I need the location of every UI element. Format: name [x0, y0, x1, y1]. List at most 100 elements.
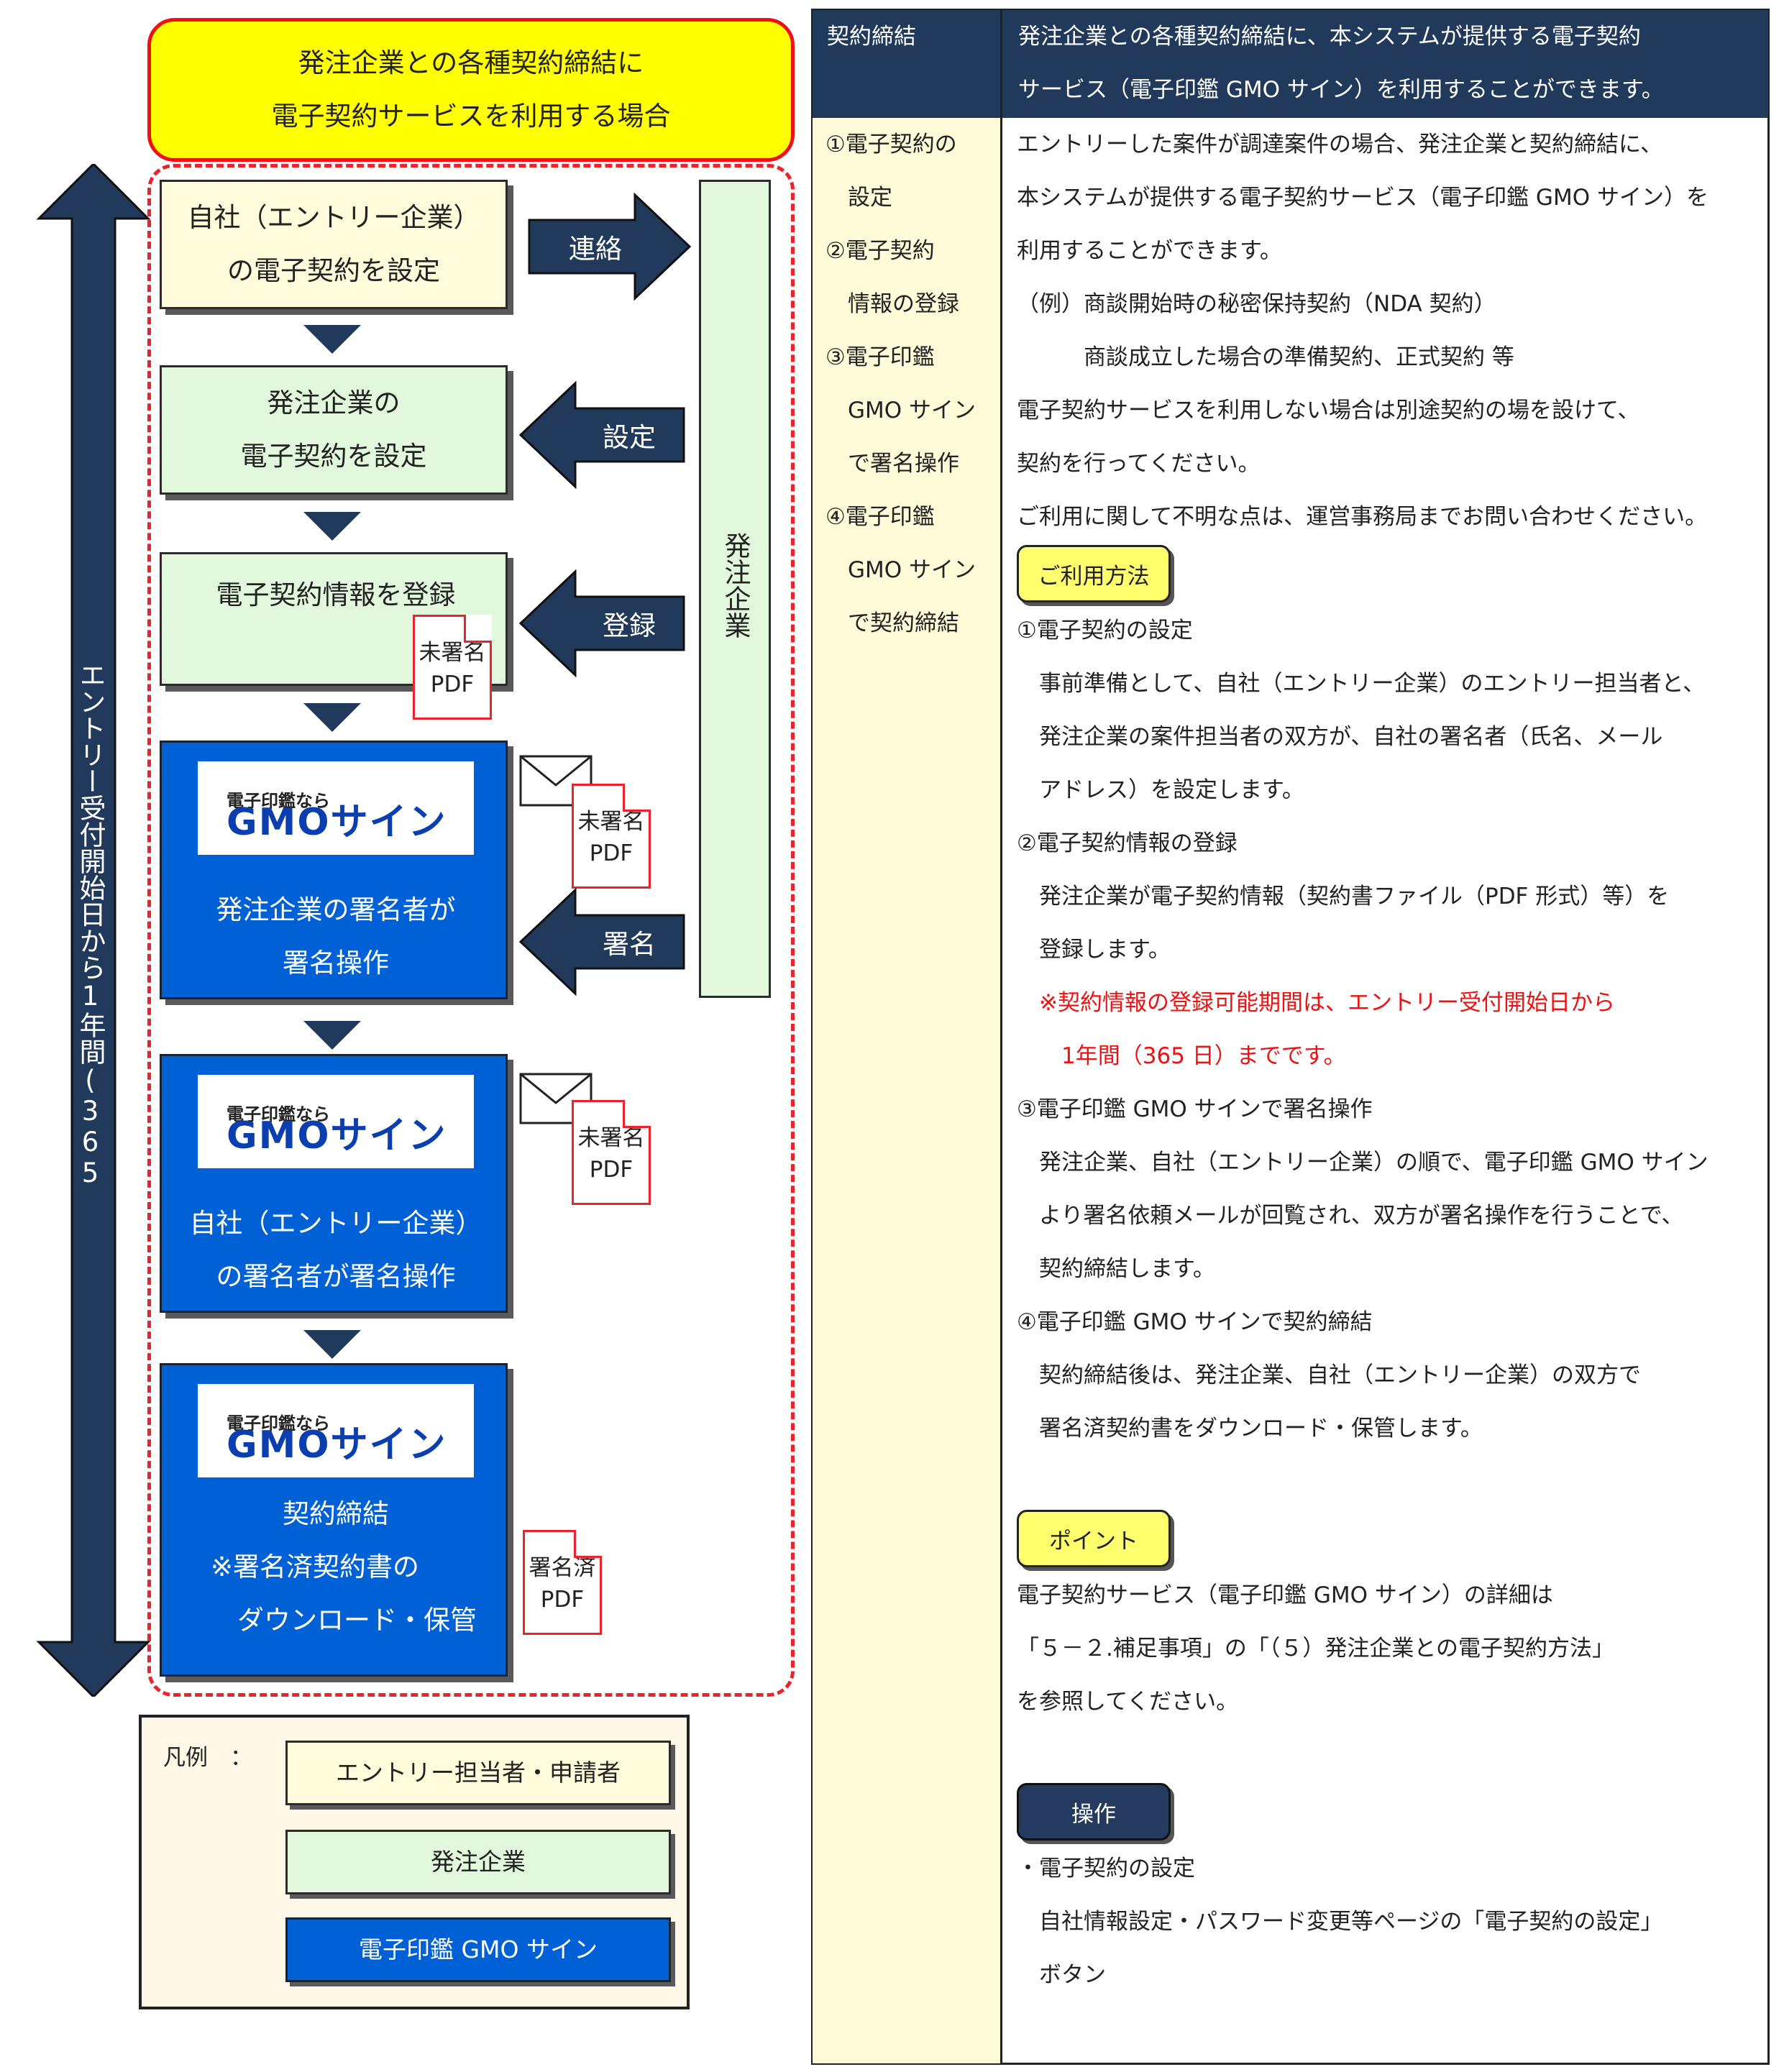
- legend: 凡例 ： エントリー担当者・申請者 発注企業 電子印鑑 GMO サイン: [139, 1715, 690, 2009]
- intro-line: 商談成立した場合の準備契約、正式契約 等: [1017, 344, 1514, 370]
- usage-warning-line: 1年間（365 日）までです。: [1017, 1043, 1346, 1069]
- intro-line: （例）商談開始時の秘密保持契約（NDA 契約）: [1017, 291, 1496, 317]
- category-item: ④電子印鑑: [825, 504, 935, 530]
- gmo-sign-logo: 電子印鑑なら GMOサイン: [198, 1384, 474, 1477]
- step-contract-concluded: 電子印鑑なら GMOサイン 契約締結 ※署名済契約書の ダウンロード・保管: [160, 1363, 508, 1677]
- point-pill: ポイント: [1017, 1510, 1171, 1567]
- intro-line: ご利用に関して不明な点は、運営事務局までお問い合わせください。: [1017, 504, 1708, 530]
- point-line: を参照してください。: [1017, 1689, 1239, 1715]
- category-item: GMO サイン: [825, 557, 976, 583]
- step1-line2: の電子契約を設定: [227, 255, 440, 286]
- unsigned-pdf-icon-1: 未署名 PDF: [413, 615, 492, 720]
- usage-line: 発注企業が電子契約情報（契約書ファイル（PDF 形式）等）を: [1017, 884, 1670, 909]
- point-line: 「５－２.補足事項」の「（５）発注企業との電子契約方法」: [1017, 1636, 1615, 1661]
- down-triangle-5: [303, 1330, 361, 1359]
- intro-line: 利用することができます。: [1017, 238, 1282, 264]
- legend-item-client: 発注企業: [285, 1830, 671, 1894]
- timeline-double-arrow: [36, 164, 151, 1697]
- sign-arrow: [518, 888, 685, 996]
- step-set-client-contract: 発注企業の 電子契約を設定: [160, 365, 508, 495]
- category-item: GMO サイン: [825, 398, 976, 423]
- step2-line1: 発注企業の: [267, 388, 401, 418]
- signed-pdf-icon: 署名済 PDF: [523, 1530, 602, 1635]
- point-line: 電子契約サービス（電子印鑑 GMO サイン）の詳細は: [1017, 1582, 1553, 1608]
- step6-line3: ダウンロード・保管: [237, 1605, 477, 1636]
- category-item: 情報の登録: [825, 291, 959, 317]
- usage-line: 署名済契約書をダウンロード・保管します。: [1017, 1416, 1483, 1441]
- gmo-sign-logo: 電子印鑑なら GMOサイン: [198, 1075, 474, 1168]
- unsigned-pdf-icon-2: 未署名 PDF: [572, 784, 651, 889]
- legend-item-applicant: エントリー担当者・申請者: [285, 1741, 671, 1805]
- logo-wordmark: GMOサイン: [227, 801, 447, 844]
- intro-line: 電子契約サービスを利用しない場合は別途契約の場を設けて、: [1017, 398, 1640, 423]
- category-item: で契約締結: [825, 610, 959, 636]
- intro-line: エントリーした案件が調達案件の場合、発注企業と契約締結に、: [1017, 132, 1663, 157]
- step-set-own-contract: 自社（エントリー企業） の電子契約を設定: [160, 180, 508, 309]
- intro-line: 契約を行ってください。: [1017, 451, 1261, 477]
- category-item: ③電子印鑑: [825, 344, 935, 370]
- register-arrow: [518, 569, 685, 677]
- pdf-label: 未署名: [577, 809, 645, 835]
- category-item: ②電子契約: [825, 238, 935, 264]
- down-triangle-3: [303, 703, 361, 732]
- operation-line: ボタン: [1017, 1962, 1106, 1988]
- register-arrow-label: 登録: [603, 610, 656, 641]
- usage-line: 登録します。: [1017, 937, 1171, 963]
- legend-item-gmo-sign: 電子印鑑 GMO サイン: [285, 1917, 671, 1982]
- step6-line2: ※署名済契約書の: [211, 1551, 420, 1582]
- step4-line1: 発注企業の署名者が: [216, 894, 456, 925]
- step2-line2: 電子契約を設定: [240, 441, 427, 472]
- step3-line1: 電子契約情報を登録: [216, 579, 456, 610]
- legend-label: 凡例 ：: [163, 1745, 252, 1771]
- usage-line: 事前準備として、自社（エントリー企業）のエントリー担当者と、: [1017, 671, 1706, 697]
- step5-line2: の署名者が署名操作: [216, 1261, 456, 1292]
- intro-line: 本システムが提供する電子契約サービス（電子印鑑 GMO サイン）を: [1017, 185, 1708, 211]
- step1-line1: 自社（エントリー企業）: [187, 202, 480, 233]
- step6-line1: 契約締結: [283, 1498, 389, 1529]
- pdf-type: PDF: [589, 1157, 633, 1183]
- down-triangle-2: [303, 512, 361, 541]
- pdf-type: PDF: [540, 1587, 585, 1613]
- right-description-cell: エントリーした案件が調達案件の場合、発注企業と契約締結に、本システムが提供する電…: [1017, 118, 1765, 2002]
- logo-wordmark: GMOサイン: [227, 1424, 447, 1467]
- timeline-label: エントリー受付開始日から1年間(365日): [32, 661, 106, 1188]
- setting-arrow: [518, 381, 685, 489]
- flow-title-line2: 電子契約サービスを利用する場合: [271, 101, 671, 132]
- pdf-label: 署名済: [529, 1555, 596, 1581]
- usage-line: ②電子契約情報の登録: [1017, 830, 1238, 856]
- logo-tagline: 電子印鑑なら: [227, 1413, 330, 1434]
- gmo-sign-logo: 電子印鑑なら GMOサイン: [198, 761, 474, 855]
- unsigned-pdf-icon-3: 未署名 PDF: [572, 1100, 651, 1205]
- operation-line: ・電子契約の設定: [1017, 1856, 1195, 1881]
- usage-line: 契約締結します。: [1017, 1256, 1215, 1282]
- logo-wordmark: GMOサイン: [227, 1114, 447, 1158]
- operation-line: 自社情報設定・パスワード変更等ページの「電子契約の設定」: [1017, 1909, 1663, 1935]
- usage-line: 契約締結後は、発注企業、自社（エントリー企業）の双方で: [1017, 1362, 1641, 1388]
- step4-line2: 署名操作: [283, 948, 389, 978]
- column-divider: [1000, 10, 1002, 2063]
- usage-line: 発注企業、自社（エントリー企業）の順で、電子印鑑 GMO サイン: [1017, 1150, 1708, 1175]
- header-category: 契約締結: [827, 24, 916, 50]
- down-triangle-4: [303, 1021, 361, 1050]
- info-table: [811, 9, 1770, 2065]
- category-item: で署名操作: [825, 451, 959, 477]
- category-item: 設定: [825, 185, 892, 211]
- setting-arrow-label: 設定: [603, 422, 656, 453]
- pdf-type: PDF: [589, 840, 633, 866]
- step-own-signs: 電子印鑑なら GMOサイン 自社（エントリー企業） の署名者が署名操作: [160, 1054, 508, 1313]
- usage-line: ③電子印鑑 GMO サインで署名操作: [1017, 1096, 1373, 1122]
- usage-line: 発注企業の案件担当者の双方が、自社の署名者（氏名、メール: [1017, 724, 1663, 750]
- pdf-label: 未署名: [418, 640, 486, 666]
- client-column: [699, 180, 771, 998]
- contact-arrow: [528, 193, 692, 301]
- header-description-line2: サービス（電子印鑑 GMO サイン）を利用することができます。: [1018, 77, 1664, 103]
- pdf-type: PDF: [430, 671, 475, 697]
- table-header: 契約締結 発注企業との各種契約締結に、本システムが提供する電子契約 サービス（電…: [813, 10, 1768, 118]
- flow-boundary: [147, 164, 795, 1697]
- down-triangle-1: [303, 325, 361, 354]
- header-description-line1: 発注企業との各種契約締結に、本システムが提供する電子契約: [1018, 24, 1641, 50]
- step5-line1: 自社（エントリー企業）: [189, 1208, 482, 1239]
- usage-warning-line: ※契約情報の登録可能期間は、エントリー受付開始日から: [1017, 990, 1615, 1016]
- usage-pill: ご利用方法: [1017, 545, 1171, 602]
